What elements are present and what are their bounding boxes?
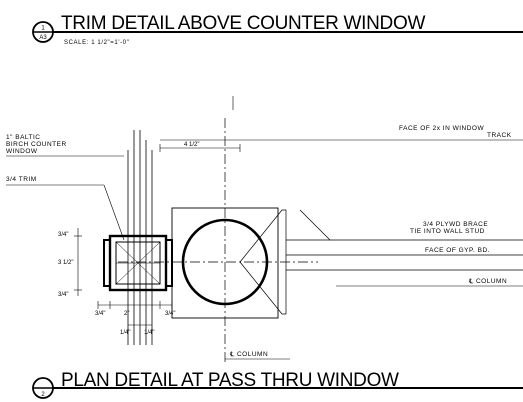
detail-header-top: 1 A3 TRIM DETAIL ABOVE COUNTER WINDOW SC… <box>32 13 523 46</box>
column-round <box>181 218 269 306</box>
detail-title-top: TRIM DETAIL ABOVE COUNTER WINDOW <box>61 13 425 34</box>
note-plywd-line1: 3/4 PLYWD BRACE <box>423 221 488 228</box>
note-baltic-line1: 1" BALTIC <box>6 134 41 141</box>
dimension-left: 3/4" 3 1/2" 3/4" <box>58 228 82 298</box>
dim-left-lower: 3/4" <box>58 292 68 298</box>
note-face-gyp: FACE OF GYP. BD. <box>425 247 490 254</box>
dim-bottom-5: 1/4" <box>144 330 154 336</box>
detail-bubble-2-number: 2 <box>41 392 45 398</box>
dimension-top: 4 1/2" <box>159 142 241 152</box>
detail-bubble-1-number: 1 <box>41 26 45 32</box>
window-trim-profile <box>103 234 173 292</box>
centerlines <box>118 118 318 362</box>
plywood-brace <box>239 209 523 315</box>
note-baltic-line3: WINDOW <box>6 148 38 155</box>
note-face-2x-line2: TRACK <box>487 132 512 139</box>
notes-left: 1" BALTIC BIRCH COUNTER WINDOW 3/4 TRIM <box>6 134 125 241</box>
notes-right: FACE OF 2x IN WINDOW TRACK 3/4 PLYWD BRA… <box>160 125 523 360</box>
dim-left-upper: 3/4" <box>58 232 68 238</box>
note-baltic-line2: BIRCH COUNTER <box>6 141 67 148</box>
detail-title-bottom: PLAN DETAIL AT PASS THRU WINDOW <box>61 370 399 391</box>
note-column-bottom: ℄ COLUMN <box>229 351 268 358</box>
note-face-2x-line1: FACE OF 2x IN WINDOW <box>399 125 484 132</box>
detail-header-bottom: 2 PLAN DETAIL AT PASS THRU WINDOW <box>32 370 523 399</box>
detail-scale-top: SCALE: 1 1/2"=1'-0" <box>64 40 129 46</box>
dim-bottom-4: 1/4" <box>120 330 130 336</box>
dim-bottom-1: 3/4" <box>95 311 105 317</box>
detail-bubble-1-sheet: A3 <box>39 35 47 41</box>
dim-bottom-3: 3/4" <box>165 311 175 317</box>
dim-top-span: 4 1/2" <box>184 142 199 148</box>
dim-bottom-2: 2" <box>124 311 129 317</box>
note-trim: 3/4 TRIM <box>6 176 37 183</box>
wall-lines <box>127 130 153 345</box>
note-plywd-line2: TIE INTO WALL STUD <box>410 228 485 235</box>
dim-left-mid: 3 1/2" <box>58 260 73 266</box>
note-column-right: ℄ COLUMN <box>468 278 507 285</box>
dimension-bottom: 3/4" 2" 3/4" 1/4" 1/4" <box>95 301 175 336</box>
